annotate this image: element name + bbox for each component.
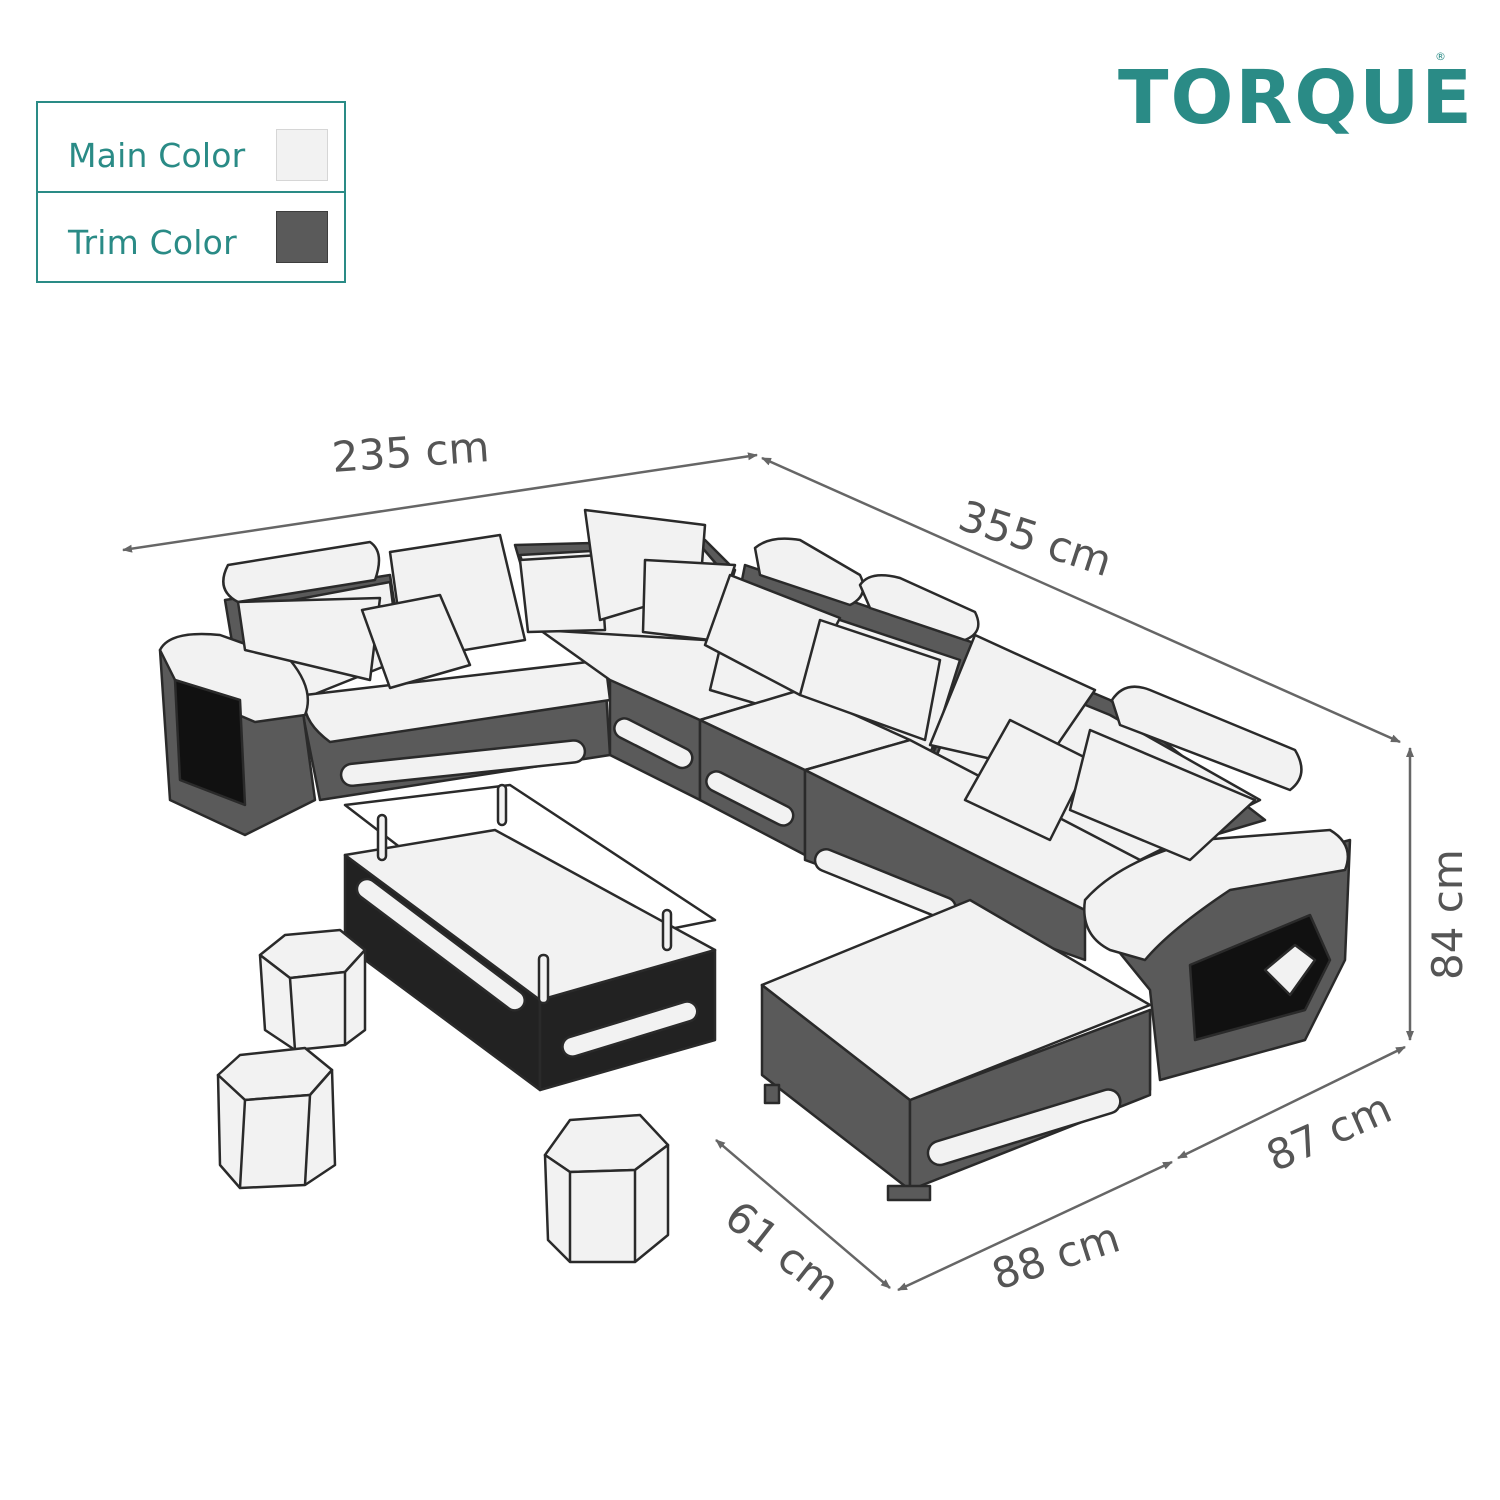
dim-line-88 xyxy=(897,1160,1173,1292)
corner-base-light xyxy=(613,717,694,770)
pillow-10 xyxy=(963,718,1092,842)
dim-line-61 xyxy=(715,1139,891,1289)
table-body-top xyxy=(343,828,717,1002)
main-color-label: Main Color xyxy=(68,136,246,175)
legend-row-main-color: Main Color xyxy=(38,103,344,193)
dim-label-235: 235 cm xyxy=(330,422,491,482)
dim-label-87: 87 cm xyxy=(1259,1083,1398,1181)
ottoman-2 xyxy=(216,1046,337,1190)
left-base-light xyxy=(339,739,587,788)
ottoman-3 xyxy=(543,1113,670,1264)
pillow-3 xyxy=(360,593,472,690)
ottomans xyxy=(216,928,670,1264)
color-legend: Main Color Trim Color xyxy=(36,101,346,283)
table-front-light xyxy=(355,877,526,1012)
dim-label-61: 61 cm xyxy=(716,1191,849,1310)
legend-row-trim-color: Trim Color xyxy=(38,193,344,283)
dim-line-87 xyxy=(1177,1045,1406,1160)
table-post-3 xyxy=(537,953,550,1005)
chaise-foot-right xyxy=(886,1184,932,1202)
dim-line-235 xyxy=(122,452,758,553)
ottoman-1 xyxy=(258,928,367,1052)
chaise-foot-left xyxy=(763,1083,781,1105)
chaise-section xyxy=(760,828,1352,1202)
main-color-swatch xyxy=(276,129,328,181)
pillow-1 xyxy=(236,596,382,682)
dim-label-84: 84 cm xyxy=(1423,849,1472,980)
table-post-1 xyxy=(376,813,388,862)
dim-label-355: 355 cm xyxy=(953,491,1118,586)
table-post-2 xyxy=(496,783,508,827)
pillow-4 xyxy=(518,553,607,634)
dimension-lines xyxy=(122,452,1414,1292)
chaise-base-light xyxy=(926,1088,1122,1167)
right-arm-window xyxy=(1263,943,1317,997)
dim-line-355 xyxy=(761,456,1401,744)
dim-label-88: 88 cm xyxy=(986,1212,1126,1299)
trim-color-swatch xyxy=(276,211,328,263)
middle-base-light-1 xyxy=(705,770,795,827)
table-post-4 xyxy=(661,908,673,952)
coffee-table xyxy=(343,783,717,1092)
chaise-top xyxy=(760,898,1152,1102)
pillow-11 xyxy=(1068,728,1257,862)
registered-mark: ® xyxy=(1435,50,1446,63)
left-arm-opening xyxy=(173,678,247,807)
trim-color-label: Trim Color xyxy=(68,223,237,262)
right-arm-top xyxy=(1083,828,1350,962)
brand-logo: TORQUE xyxy=(1118,55,1474,141)
table-side-light xyxy=(561,1000,699,1058)
